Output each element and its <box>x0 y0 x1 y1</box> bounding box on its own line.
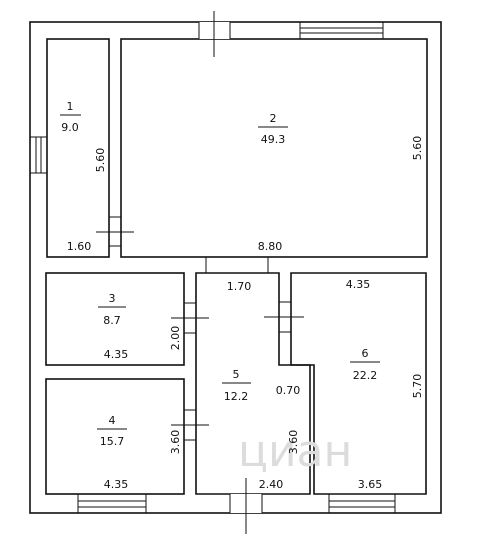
dim-corridor-top: 1.70 <box>227 280 252 293</box>
dim-room-5-height: 3.60 <box>287 430 300 455</box>
dim-room-5-inner: 0.70 <box>276 384 301 397</box>
outer-wall <box>29 21 442 514</box>
window-bottom-right <box>328 493 396 514</box>
room-5-number: 5 <box>233 368 240 381</box>
room-6-number: 6 <box>362 347 369 360</box>
dim-room-2-width: 8.80 <box>258 240 283 253</box>
dim-room-6-top: 4.35 <box>346 278 371 291</box>
dim-room-1-height: 5.60 <box>94 148 107 173</box>
room-5-area: 12.2 <box>224 390 249 403</box>
door-bottom <box>229 478 263 534</box>
door-entrance-top <box>198 11 231 57</box>
dim-room-1-width: 1.60 <box>67 240 92 253</box>
window-bottom-left <box>77 493 147 514</box>
dim-room-4-height: 3.60 <box>169 430 182 455</box>
dim-room-6-width: 3.65 <box>358 478 383 491</box>
room-2-area: 49.3 <box>261 133 286 146</box>
dim-room-6-height: 5.70 <box>411 374 424 399</box>
room-3 <box>45 272 185 366</box>
dim-room-5-width: 2.40 <box>259 478 284 491</box>
door-room-1 <box>96 216 134 247</box>
window-left <box>29 136 48 174</box>
watermark: циан <box>238 426 352 477</box>
dim-room-4-width: 4.35 <box>104 478 129 491</box>
room-1-area: 9.0 <box>61 121 79 134</box>
dim-room-3-width: 4.35 <box>104 348 129 361</box>
room-3-number: 3 <box>109 292 116 305</box>
door-room-4 <box>171 409 209 441</box>
dim-room-2-height: 5.60 <box>411 136 424 161</box>
room-6-area: 22.2 <box>353 369 378 382</box>
room-3-area: 8.7 <box>103 314 121 327</box>
room-2-number: 2 <box>270 112 277 125</box>
room-4-area: 15.7 <box>100 435 125 448</box>
window-top-right <box>299 21 384 40</box>
room-4-number: 4 <box>109 414 116 427</box>
door-room-3 <box>171 302 209 334</box>
room-1-number: 1 <box>67 100 74 113</box>
room-6 <box>290 272 427 495</box>
dim-room-3-height: 2.00 <box>169 326 182 351</box>
door-room-6 <box>264 301 304 333</box>
room-2 <box>120 38 428 258</box>
